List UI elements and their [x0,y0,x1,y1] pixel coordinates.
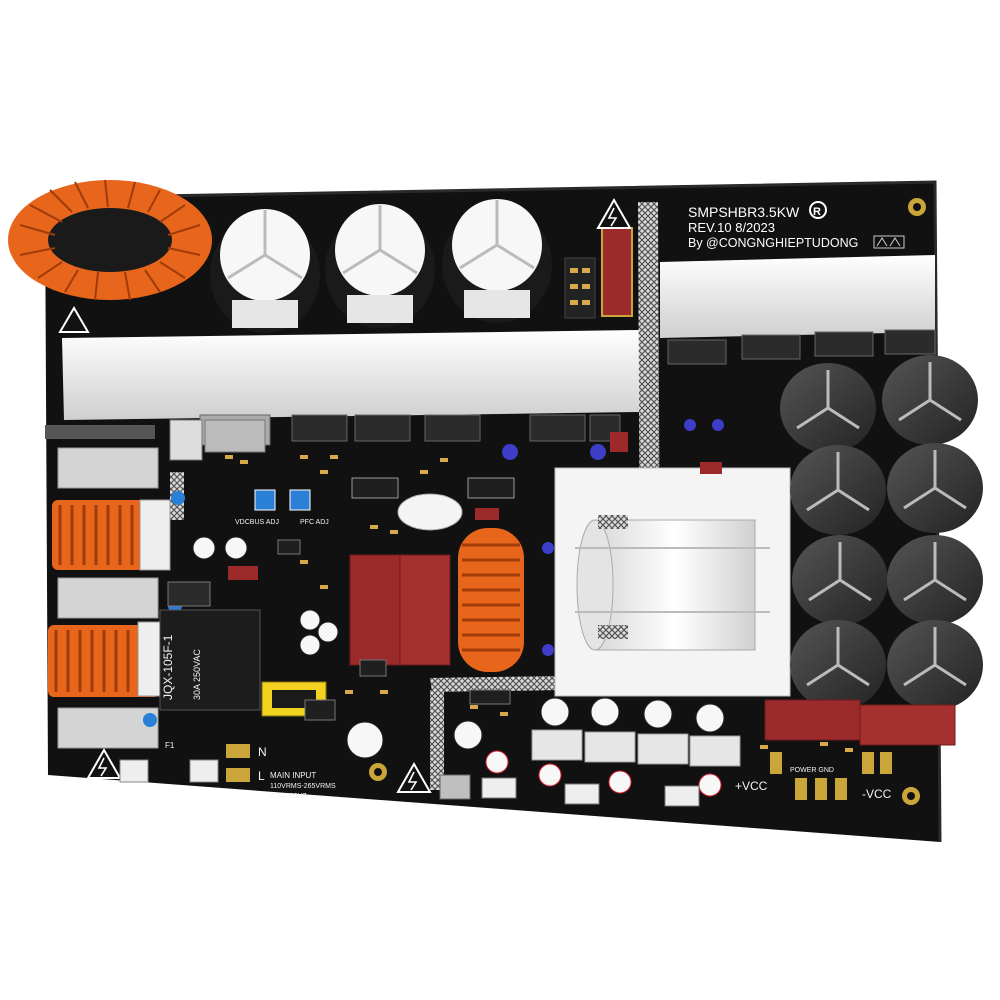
line-label: L [258,769,265,783]
current-sense-coil [397,493,463,531]
registered-mark-icon [809,201,827,219]
smd-red-part [610,432,628,452]
smd-components [225,455,853,752]
output-heatsink [531,729,741,767]
output-connector [481,777,517,799]
neutral-label: N [258,745,267,759]
heatsink-plate-right [660,255,935,338]
input-terminal-n [226,744,250,758]
electrolytic-capacitor-small [192,536,384,759]
heatsink-plate-top [62,330,640,420]
smd-red-part [475,508,499,520]
main-input-label: MAIN INPUT [270,771,316,780]
input-terminal-l [226,768,250,782]
power-gnd-label: POWER GND [790,767,834,774]
power-terminals [770,752,892,800]
bulk-capacitor-white [210,209,320,333]
trimmer-pfc [289,489,311,511]
mosfet-row-right [667,329,936,365]
x-capacitor-grey [57,707,159,749]
common-mode-choke [48,621,169,697]
output-capacitor-black [780,355,983,710]
smd-resistor [570,268,578,273]
vcc-negative-label: -VCC [862,787,892,801]
common-mode-choke [52,499,171,571]
high-voltage-warning-icon [396,761,432,793]
bridge-rectifier [167,581,211,607]
board-revision: REV.10 8/2023 [688,220,775,235]
main-input-frequency: 47HZ-63HZ [270,793,307,800]
x-capacitor-grey [57,577,159,619]
svg-text:R: R [813,206,821,218]
isolation-slot-horizontal [430,676,562,692]
bulk-capacitor-white [325,204,435,328]
x-capacitor-grey [57,447,159,489]
terminal-rail [45,425,155,439]
pfc-adj-label: PFC ADJ [300,519,329,526]
electrolytic-capacitor-small [453,697,725,797]
board-author: By @CONGNGHIEPTUDONG [688,236,858,250]
fan-connector [439,774,471,800]
input-relay: JQX-105F-1 30A 250VAC [159,609,261,711]
smd-ics [277,539,511,721]
bulk-capacitor-white [442,199,552,323]
vcc-positive-label: +VCC [735,779,768,793]
toroid-inductor-main [8,179,212,301]
board-title: SMPSHBR3.5KW [688,204,800,220]
board-title-block: SMPSHBR3.5KW R REV.10 8/2023 By @CONGNGH… [688,201,858,250]
input-connector-white [119,759,149,783]
smd-red-part [228,566,258,580]
input-connector-white [189,759,219,783]
film-capacitor-red [764,699,861,741]
film-capacitor-red [349,554,451,666]
fuse-label: F1 [165,741,175,750]
high-voltage-warning-icon [596,197,632,229]
smd-red-part [700,462,722,474]
small-electrolytic-blue [502,419,724,656]
y-capacitor-blue [171,491,185,505]
film-capacitor-red [859,704,956,746]
high-voltage-warning-icon [58,306,90,333]
toroid-inductor-center [458,528,524,672]
isolation-slot-small-b [430,690,444,790]
pin-header [351,477,399,499]
maker-logo-icon [873,235,905,249]
y-capacitor-blue [143,713,157,727]
main-input-voltage: 110VRMS-265VRMS [270,783,336,790]
relay-label: JQX-105F-1 [161,634,175,700]
smd-component [564,257,596,319]
output-connector [664,785,700,807]
vdcbus-adj-label: VDCBUS ADJ [235,519,279,526]
high-voltage-warning-icon [86,747,122,779]
pin-header [467,477,515,499]
main-transformer [554,467,791,697]
output-connector [564,783,600,805]
relay-rating: 30A 250VAC [192,649,202,700]
trimmer-vdcbus [254,489,276,511]
relay-box-top [601,227,633,317]
